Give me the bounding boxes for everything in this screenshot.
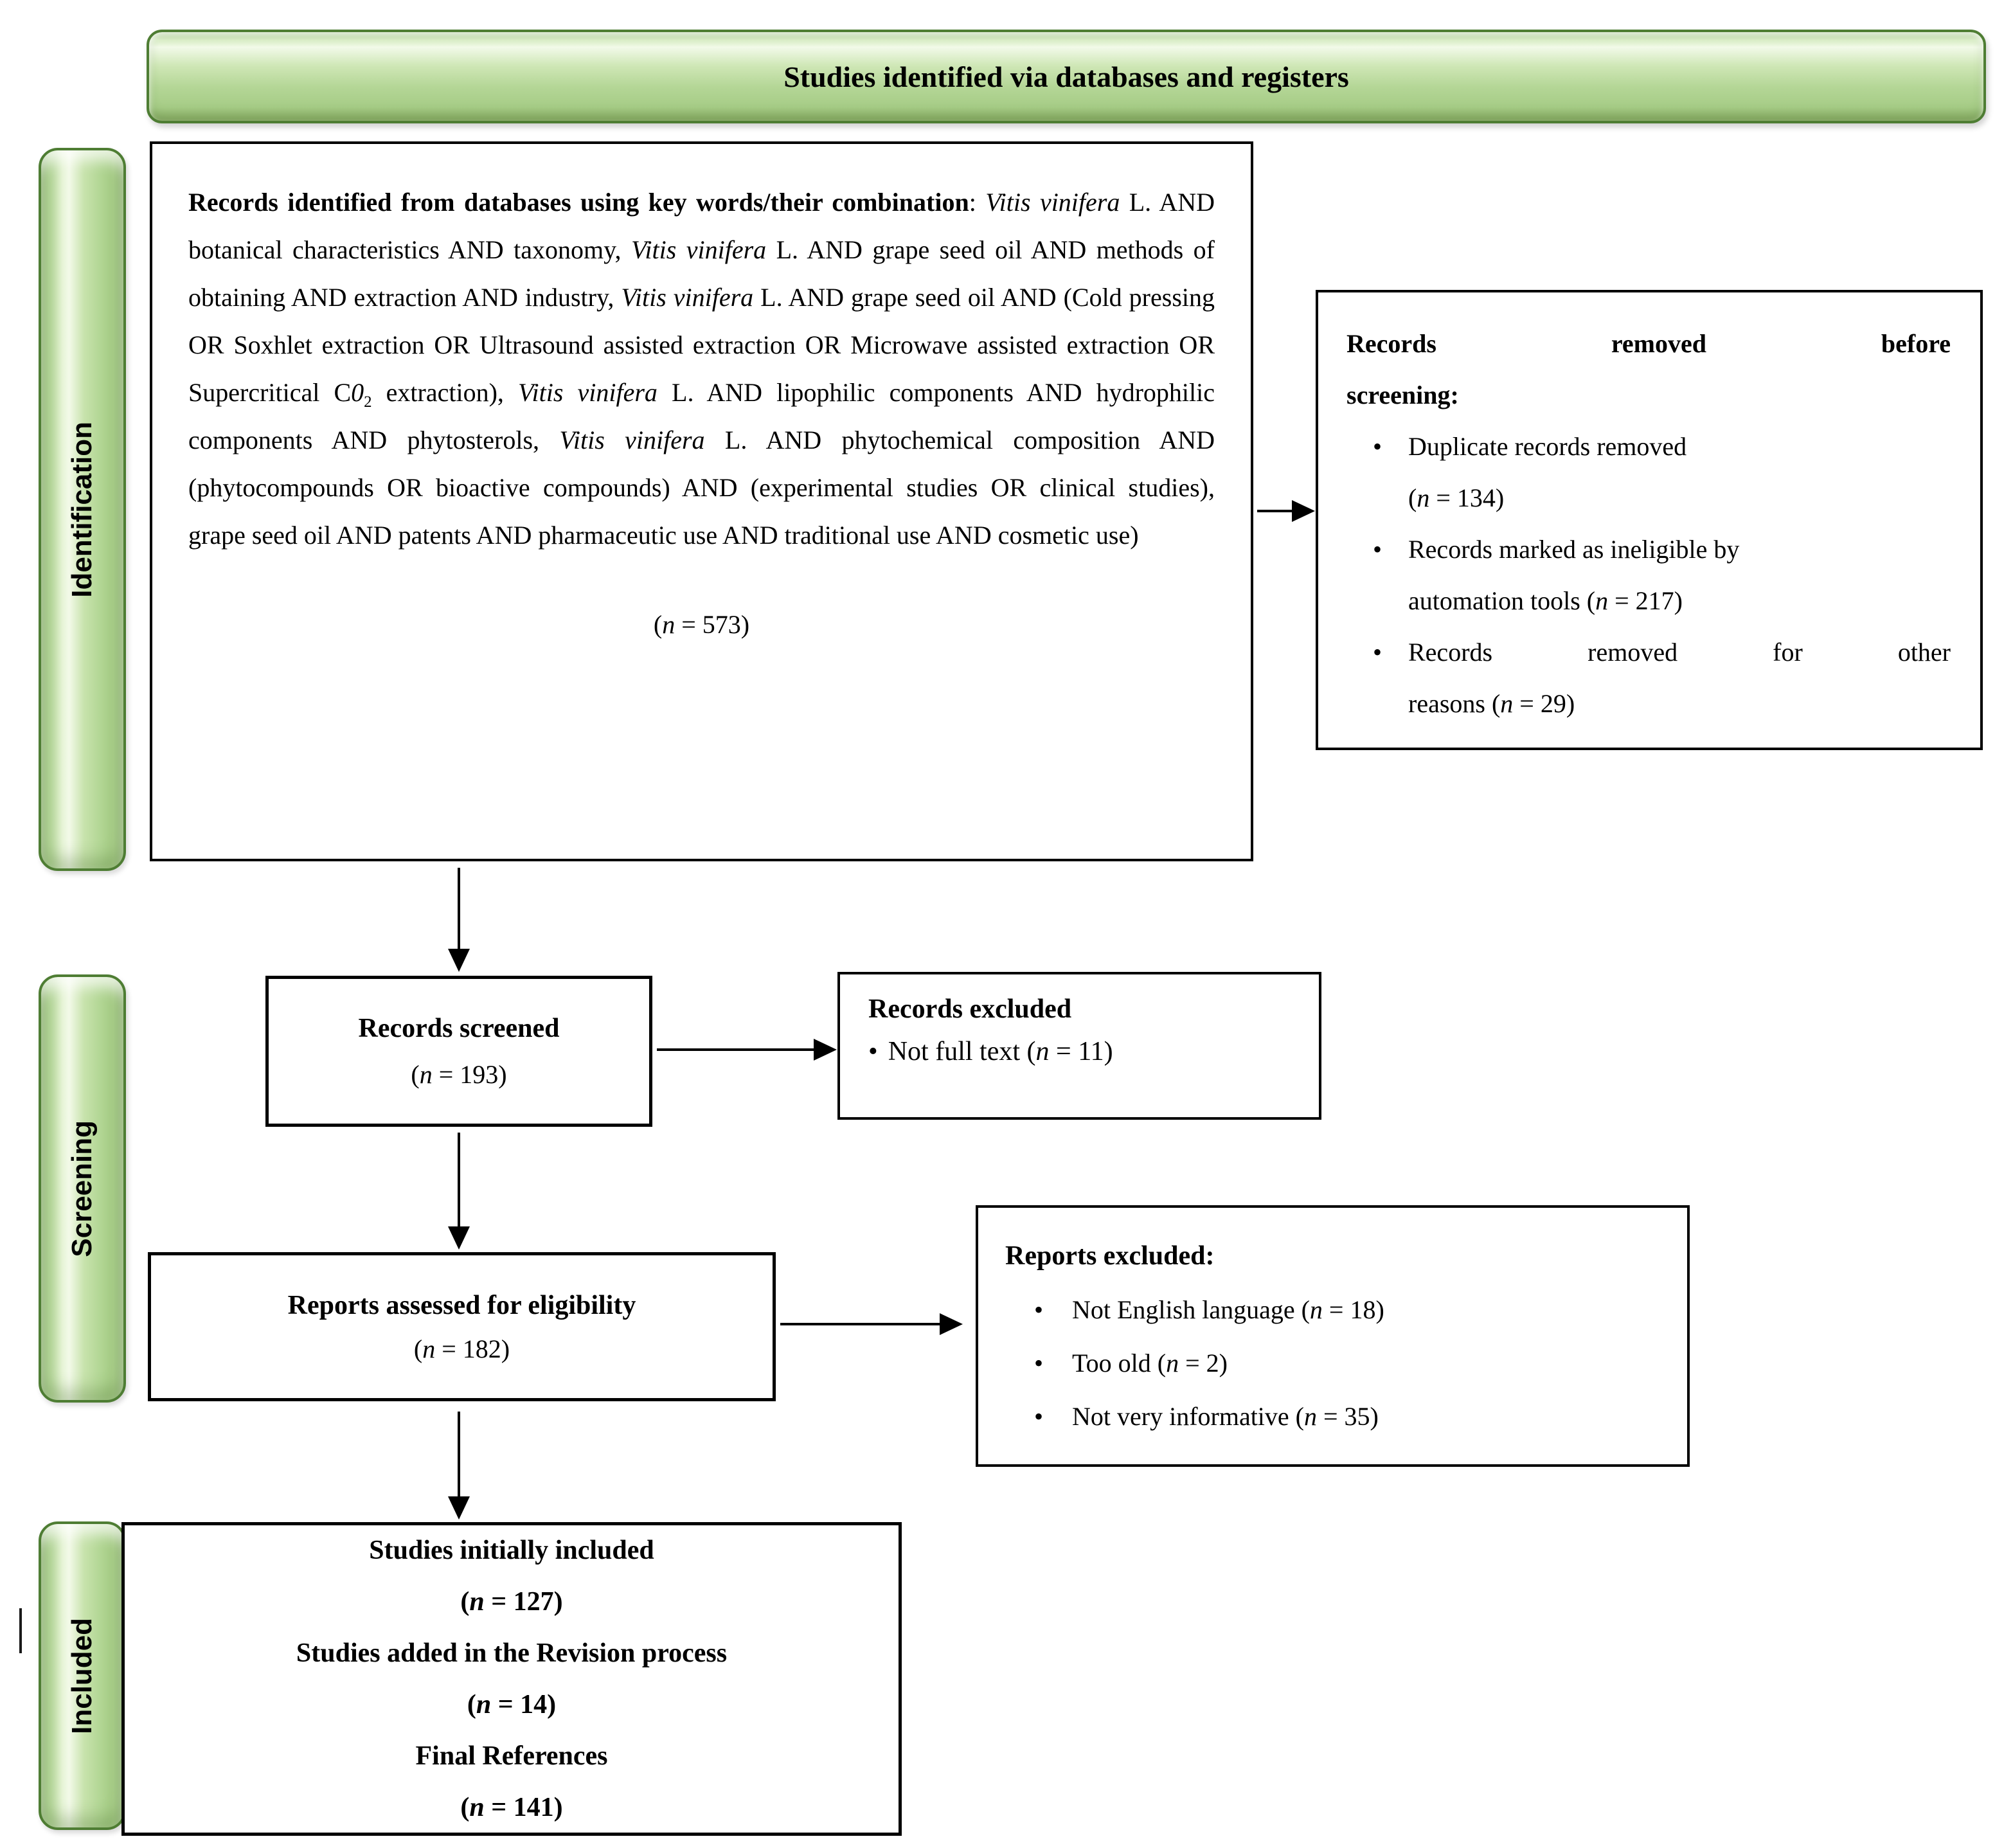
reports-excluded-too-old: • Too old (n = 2) [1005, 1336, 1664, 1390]
records-screened-title: Records screened [358, 1014, 560, 1043]
arrowhead-right-icon [1292, 500, 1315, 522]
records-excluded-box: Records excluded •Not full text (n = 11) [837, 972, 1321, 1120]
arrowhead-right-icon [940, 1313, 963, 1335]
arrow-assessed-to-included [458, 1412, 460, 1498]
arrowhead-down-icon [448, 949, 470, 972]
species-italic: Vitis vinifera [985, 188, 1120, 217]
studies-initially-included-count: (n = 127) [460, 1587, 563, 1617]
removed-bullet-duplicates: • Duplicate records removed (n = 134) [1346, 421, 1951, 524]
arrow-main-to-screened [458, 868, 460, 950]
bullet-dot-icon: • [1033, 1402, 1043, 1431]
arrow-assessed-to-excluded [780, 1323, 942, 1325]
reports-excluded-language: • Not English language (n = 18) [1005, 1283, 1664, 1336]
removed-bullet-other: • Records removed for other reasons (n =… [1346, 627, 1951, 730]
reports-excluded-not-informative: • Not very informative (n = 35) [1005, 1390, 1664, 1443]
included-box: Studies initially included (n = 127) Stu… [121, 1522, 902, 1836]
stage-bar-identification: Identification [39, 148, 126, 871]
bullet-dot-icon: • [868, 1037, 878, 1066]
records-excluded-reason: •Not full text (n = 11) [868, 1037, 1113, 1066]
arrow-screened-to-excluded [657, 1048, 816, 1051]
species-italic: Vitis vinifera [518, 378, 658, 407]
query-bold-lead: Records identified from databases using … [188, 188, 969, 217]
studies-initially-included: Studies initially included [369, 1536, 654, 1565]
records-excluded-title: Records excluded [868, 994, 1072, 1024]
records-identified-count: (n = 573) [653, 610, 750, 639]
records-removed-title-line2: screening: [1346, 381, 1459, 409]
records-identified-text: Records identified from databases using … [188, 188, 1215, 550]
stage-bar-screening: Screening [39, 974, 126, 1403]
final-references: Final References [415, 1741, 608, 1771]
stage-label-identification: Identification [66, 421, 98, 598]
arrow-main-to-removed [1257, 510, 1293, 512]
bullet-dot-icon: • [1372, 535, 1382, 564]
species-italic: Vitis vinifera [621, 283, 754, 312]
removed-bullet-automation: • Records marked as ineligible by automa… [1346, 524, 1951, 627]
records-removed-box: Records removed before screening: • Dupl… [1316, 290, 1983, 750]
species-italic: Vitis vinifera [631, 235, 767, 264]
reports-excluded-title: Reports excluded: [1005, 1241, 1215, 1271]
species-italic: Vitis vinifera [559, 426, 705, 454]
stage-label-included: Included [66, 1617, 98, 1734]
header-banner: Studies identified via databases and reg… [147, 30, 1986, 123]
records-removed-title-line1: Records removed before [1346, 329, 1951, 358]
studies-added-revision-count: (n = 14) [467, 1690, 557, 1719]
arrow-screened-to-assessed [458, 1133, 460, 1229]
bullet-dot-icon: • [1033, 1295, 1043, 1324]
reports-excluded-box: Reports excluded: • Not English language… [976, 1205, 1690, 1467]
final-references-count: (n = 141) [460, 1793, 563, 1822]
records-identified-box: Records identified from databases using … [150, 141, 1253, 861]
bullet-dot-icon: • [1372, 638, 1382, 667]
arrowhead-down-icon [448, 1496, 470, 1520]
stray-mark [19, 1608, 22, 1653]
bullet-dot-icon: • [1372, 432, 1382, 461]
arrowhead-right-icon [814, 1039, 837, 1061]
reports-assessed-title: Reports assessed for eligibility [287, 1290, 636, 1320]
records-screened-box: Records screened (n = 193) [265, 976, 652, 1127]
bullet-dot-icon: • [1033, 1349, 1043, 1377]
arrowhead-down-icon [448, 1226, 470, 1250]
header-title: Studies identified via databases and reg… [783, 60, 1349, 93]
stage-label-screening: Screening [66, 1120, 98, 1257]
reports-assessed-count: (n = 182) [413, 1334, 510, 1363]
studies-added-revision: Studies added in the Revision process [296, 1638, 728, 1668]
reports-assessed-box: Reports assessed for eligibility (n = 18… [148, 1252, 776, 1401]
stage-bar-included: Included [39, 1521, 126, 1830]
records-screened-count: (n = 193) [411, 1060, 507, 1089]
